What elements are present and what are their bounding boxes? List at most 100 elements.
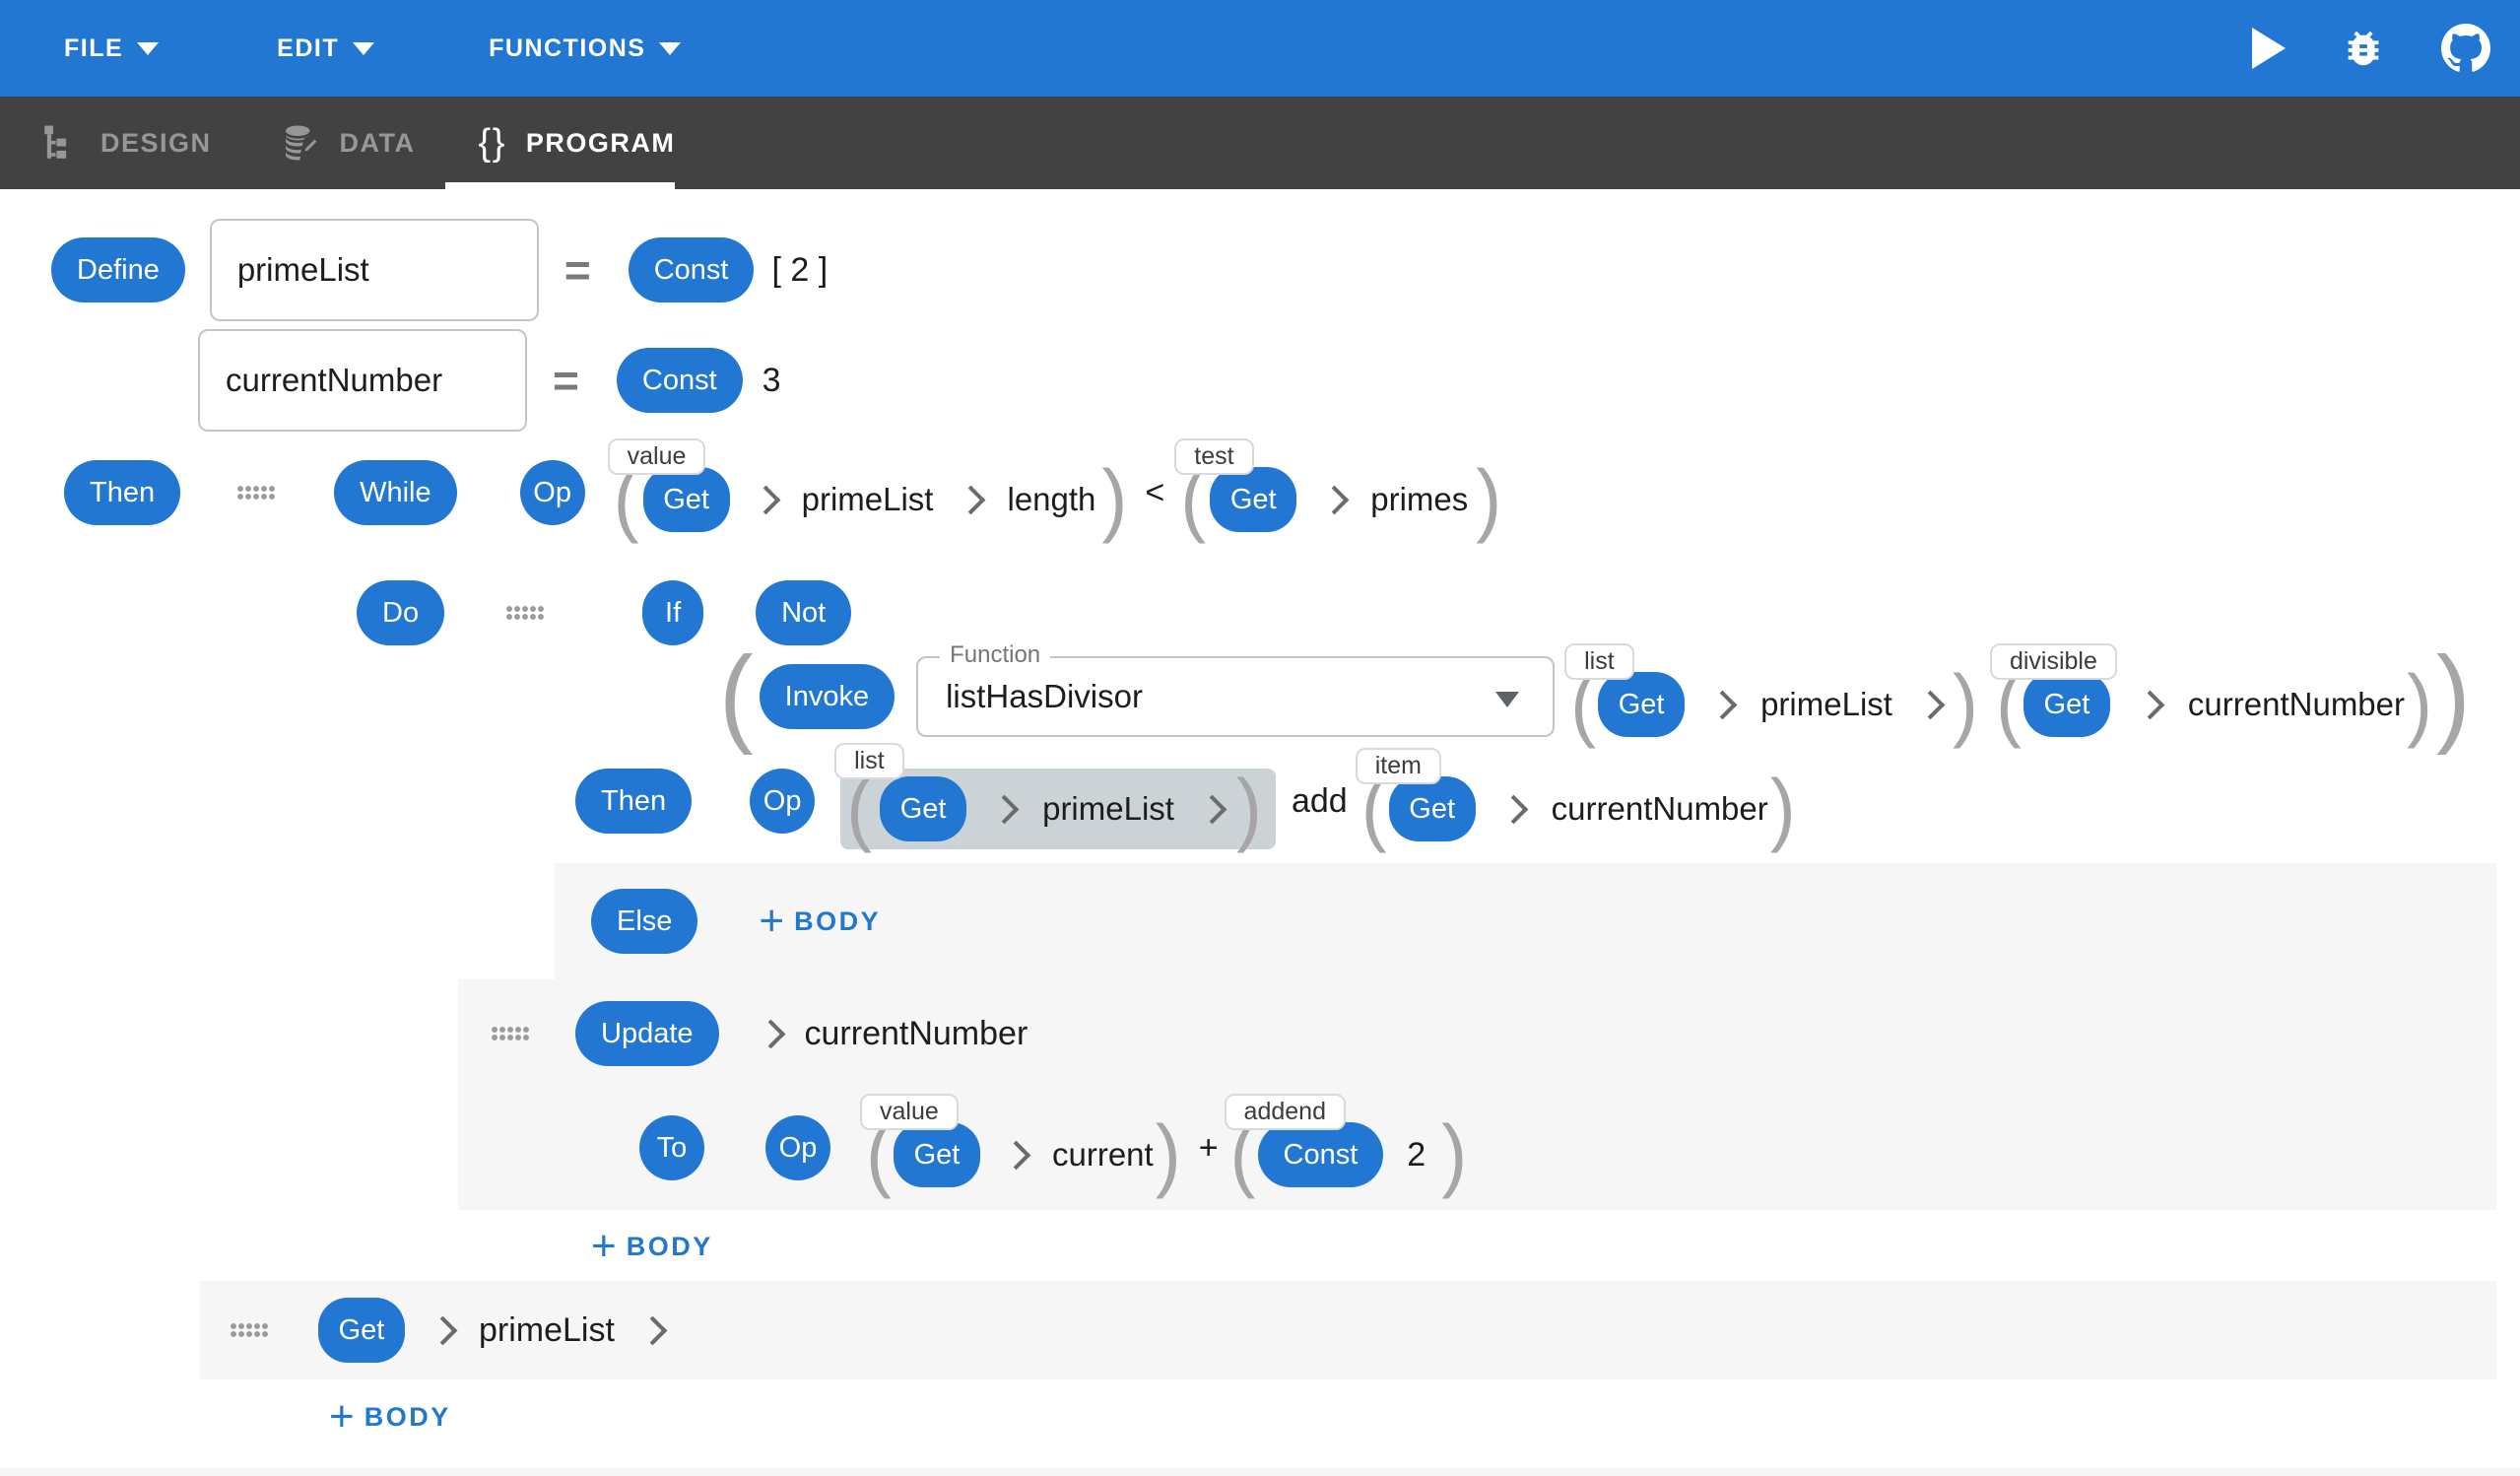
- drag-handle[interactable]: [230, 1322, 269, 1338]
- dropdown-caret-icon: [1495, 692, 1520, 707]
- const-value[interactable]: 3: [762, 361, 781, 399]
- const-value[interactable]: 2: [1407, 1135, 1426, 1174]
- const-block[interactable]: Const: [616, 348, 743, 413]
- drag-handle[interactable]: [236, 485, 277, 501]
- op-block[interactable]: Op: [750, 769, 816, 834]
- menu-actions: [2252, 0, 2490, 97]
- path-segment[interactable]: primeList: [1760, 686, 1892, 722]
- menu-bar: FILE EDIT FUNCTIONS: [0, 0, 2520, 97]
- while-row: Then While Op value ( Get primeList leng…: [64, 438, 1502, 545]
- bottom-band-sliver: [0, 1468, 2520, 1476]
- invoke-block[interactable]: Invoke: [759, 664, 895, 729]
- database-icon: [285, 125, 316, 161]
- path-segment[interactable]: length: [1007, 481, 1096, 517]
- chevron-right-icon: [2135, 690, 2165, 719]
- get-block[interactable]: Get: [2023, 672, 2110, 737]
- define-block[interactable]: Define: [51, 237, 185, 302]
- arg-chip: list: [834, 743, 904, 779]
- get-block[interactable]: Get: [642, 467, 730, 532]
- const-value[interactable]: [ 2 ]: [771, 250, 829, 289]
- less-than-operator: <: [1145, 473, 1165, 511]
- path-segment[interactable]: currentNumber: [2187, 686, 2405, 722]
- chevron-right-icon: [1319, 485, 1350, 514]
- open-paren: (: [719, 635, 754, 757]
- drag-handle[interactable]: [505, 605, 546, 621]
- update-block[interactable]: Update: [575, 1001, 719, 1066]
- while-value-group: value ( Get primeList length ): [607, 438, 1127, 539]
- tree-icon: [44, 125, 67, 159]
- close-paren: ): [1952, 657, 1978, 750]
- not-block[interactable]: Not: [756, 580, 852, 645]
- add-body-row: + BODY: [591, 1222, 713, 1271]
- path-segment[interactable]: primes: [1370, 481, 1469, 517]
- bug-icon[interactable]: [2341, 26, 2386, 71]
- add-body-button[interactable]: + BODY: [759, 900, 881, 943]
- if-block[interactable]: If: [642, 580, 704, 645]
- path-segment[interactable]: primeList: [801, 481, 934, 517]
- close-paren: ): [2435, 635, 2471, 757]
- do-row: Do If Not: [357, 580, 852, 645]
- close-paren: ): [1155, 1107, 1181, 1200]
- get-row: Get primeList: [200, 1281, 668, 1379]
- close-paren: ): [1476, 452, 1502, 545]
- arg-chip: addend: [1224, 1094, 1346, 1131]
- add-body-button[interactable]: + BODY: [329, 1395, 451, 1439]
- menu-functions-label: FUNCTIONS: [489, 34, 646, 62]
- function-select[interactable]: Function listHasDivisor: [916, 641, 1556, 737]
- else-block[interactable]: Else: [591, 889, 698, 954]
- then-add-row: Then Op list ( Get primeList ) add item …: [575, 743, 1796, 854]
- menu-edit[interactable]: EDIT: [277, 34, 375, 63]
- const-block[interactable]: Const: [628, 237, 755, 302]
- get-block[interactable]: Get: [318, 1298, 405, 1363]
- op-block[interactable]: Op: [765, 1115, 830, 1180]
- const-block[interactable]: Const: [1257, 1122, 1384, 1187]
- get-block[interactable]: Get: [1388, 776, 1476, 841]
- define-row-1: Define = Const [ 2 ]: [51, 219, 828, 321]
- add-operator: add: [1291, 781, 1348, 820]
- then-block[interactable]: Then: [575, 769, 693, 834]
- variable-name-input[interactable]: [209, 219, 539, 321]
- while-block[interactable]: While: [334, 460, 457, 525]
- tab-design[interactable]: DESIGN: [39, 122, 212, 164]
- tab-data[interactable]: DATA: [279, 122, 416, 164]
- github-icon[interactable]: [2441, 24, 2490, 73]
- chevron-right-icon: [751, 485, 780, 514]
- get-block[interactable]: Get: [880, 776, 967, 841]
- get-block[interactable]: Get: [1210, 467, 1297, 532]
- arg-chip: divisible: [1989, 643, 2117, 681]
- path-segment[interactable]: primeList: [1042, 790, 1174, 827]
- active-tab-indicator: [445, 182, 675, 189]
- caret-down-icon: [659, 41, 682, 55]
- add-body-button[interactable]: + BODY: [591, 1222, 713, 1271]
- chevron-right-icon: [637, 1315, 668, 1345]
- while-test-group: test ( Get primes ): [1174, 438, 1502, 545]
- selected-list-arg-group[interactable]: list ( Get primeList ): [834, 743, 1276, 854]
- variable-name-input[interactable]: [198, 329, 527, 432]
- drag-handle[interactable]: [491, 1026, 530, 1041]
- menu-functions[interactable]: FUNCTIONS: [489, 34, 682, 63]
- close-paren: ): [1235, 762, 1262, 854]
- run-play-icon[interactable]: [2252, 28, 2286, 69]
- arg-chip: value: [607, 438, 706, 476]
- get-block[interactable]: Get: [893, 1122, 980, 1187]
- add-body-row: + BODY: [329, 1392, 451, 1442]
- plus-icon: +: [591, 1222, 617, 1271]
- chevron-right-icon: [1707, 690, 1738, 719]
- open-paren: (: [846, 762, 873, 854]
- add-body-label: BODY: [364, 1401, 451, 1432]
- menu-file[interactable]: FILE: [64, 34, 160, 63]
- path-segment[interactable]: primeList: [479, 1310, 615, 1349]
- tab-program[interactable]: {} PROGRAM: [479, 124, 676, 162]
- equals-sign: =: [564, 244, 591, 296]
- update-target[interactable]: currentNumber: [804, 1014, 1028, 1052]
- get-block[interactable]: Get: [1598, 672, 1686, 737]
- braces-icon: {}: [478, 122, 506, 164]
- to-block[interactable]: To: [639, 1115, 704, 1180]
- do-block[interactable]: Do: [357, 580, 445, 645]
- path-segment[interactable]: current: [1051, 1136, 1154, 1173]
- op-block[interactable]: Op: [519, 460, 585, 525]
- path-segment[interactable]: currentNumber: [1551, 790, 1768, 827]
- arg-chip: list: [1564, 643, 1634, 681]
- then-block[interactable]: Then: [64, 460, 181, 525]
- define-row-2: = Const 3: [198, 329, 781, 432]
